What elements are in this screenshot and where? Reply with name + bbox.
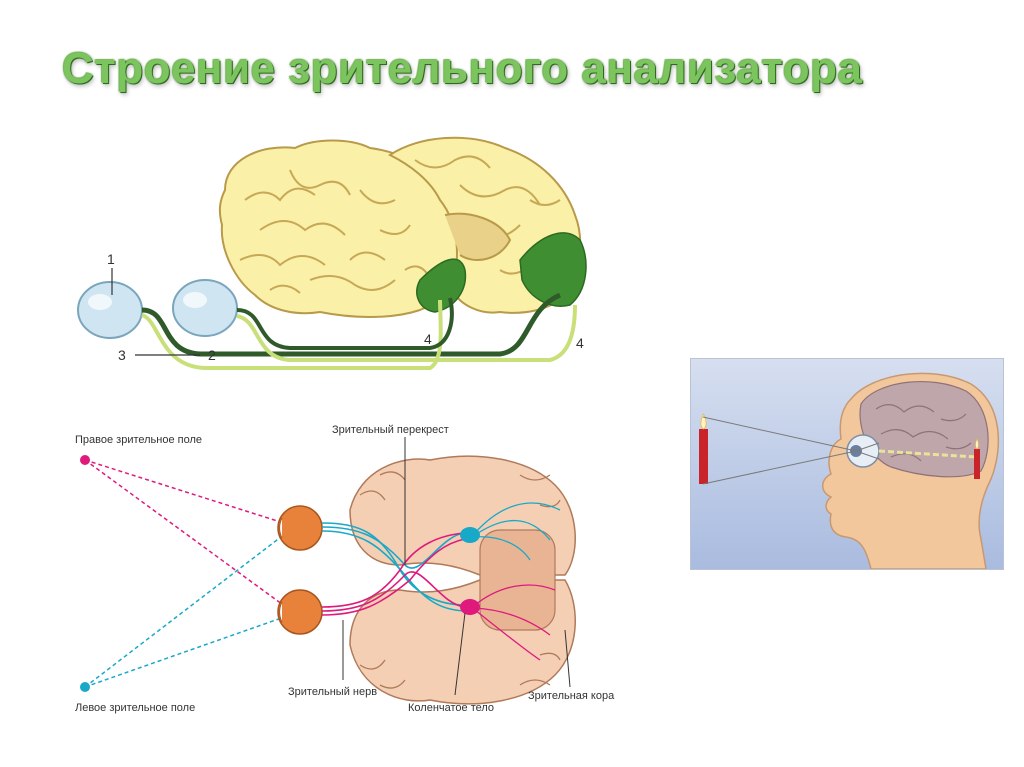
eyeball-right: [172, 279, 238, 337]
visual-cortex-area-left: [416, 258, 467, 313]
chiasm-label: Зрительный перекрест: [332, 424, 449, 436]
eye-upper: [277, 505, 323, 551]
optic-tract-dark-2: [236, 297, 454, 350]
visual-cortex-area-right: [519, 232, 587, 307]
optic-tract-dark: [141, 292, 562, 357]
geniculate-body-upper: [460, 527, 480, 543]
midbrain-block: [479, 529, 556, 631]
left-field-label: Левое зрительное поле: [75, 702, 195, 714]
optic-nerve-label: Зрительный нерв: [288, 686, 377, 698]
eyeball-left: [77, 281, 143, 339]
geniculate-body-label: Коленчатое тело: [408, 702, 494, 714]
marker-2: 2: [208, 347, 216, 363]
geniculate-body-lower: [460, 599, 480, 615]
marker-4-left: 4: [424, 331, 432, 347]
marker-1: 1: [107, 251, 115, 267]
optic-tract-light: [141, 299, 443, 371]
visual-cortex-label: Зрительная кора: [528, 690, 615, 702]
marker-3: 3: [118, 347, 126, 363]
head-vision-illustration: [690, 358, 1004, 570]
optic-tract-light-2: [236, 304, 577, 362]
visual-pathway-brain-illustration: 1 3 2 4 4: [77, 136, 587, 371]
eye-lower: [277, 589, 323, 635]
page-title: Строение зрительного анализатора: [62, 44, 863, 93]
visual-pathway-schematic: Правое зрительное поле Левое зрительное …: [75, 424, 615, 714]
candle-image: [974, 438, 980, 479]
marker-4-right: 4: [576, 335, 584, 351]
right-field-label: Правое зрительное поле: [75, 434, 202, 446]
